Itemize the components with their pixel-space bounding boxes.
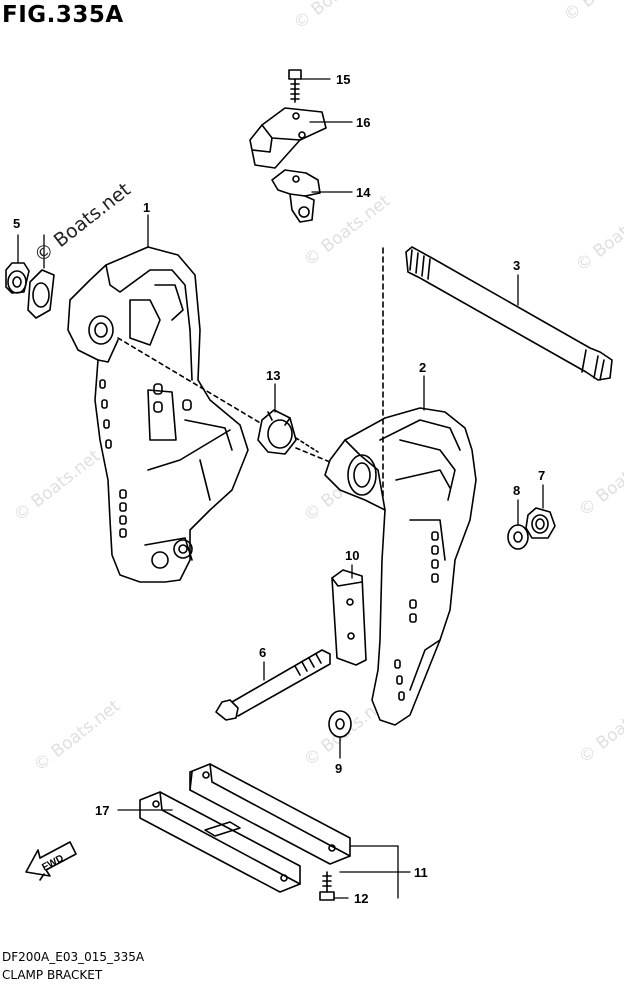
part-1-clamp-bracket bbox=[67, 246, 249, 583]
part-3-shaft bbox=[405, 246, 613, 381]
part-label-3: 3 bbox=[513, 258, 520, 273]
part-label-14: 14 bbox=[356, 185, 371, 200]
part-label-6: 6 bbox=[259, 645, 266, 660]
part-label-11: 11 bbox=[414, 865, 428, 880]
part-label-17: 17 bbox=[95, 803, 109, 818]
part-10-plate bbox=[331, 569, 367, 666]
part-label-10: 10 bbox=[345, 548, 359, 563]
part-8-washer bbox=[507, 524, 529, 550]
part-label-2: 2 bbox=[419, 360, 426, 375]
part-15-bolt bbox=[288, 69, 302, 103]
part-label-9: 9 bbox=[335, 761, 342, 776]
part-4-washer bbox=[27, 269, 55, 319]
figure-code: DF200A_E03_015_335A bbox=[2, 950, 145, 964]
figure-caption: CLAMP BRACKET bbox=[2, 968, 103, 982]
part-label-1: 1 bbox=[143, 200, 150, 215]
figure-title: FIG.335A bbox=[2, 2, 124, 28]
part-labels: 15 16 14 1 5 3 13 2 7 8 10 6 9 17 11 12 bbox=[13, 72, 545, 906]
part-5-nut bbox=[5, 262, 30, 294]
part-12-screw bbox=[319, 871, 335, 901]
part-label-15: 15 bbox=[336, 72, 350, 87]
part-9-washer bbox=[328, 710, 352, 738]
part-13-bushing bbox=[257, 409, 319, 455]
part-2-clamp-bracket bbox=[324, 407, 477, 726]
part-label-16: 16 bbox=[356, 115, 370, 130]
fwd-arrow-icon: FWD bbox=[25, 841, 77, 881]
part-7-nut bbox=[525, 507, 556, 539]
part-14-plate bbox=[271, 169, 321, 223]
part-label-7: 7 bbox=[538, 468, 545, 483]
part-11-plate bbox=[189, 763, 351, 865]
part-label-12: 12 bbox=[354, 891, 368, 906]
part-label-5: 5 bbox=[13, 216, 20, 231]
part-6-bolt bbox=[215, 649, 331, 721]
part-label-8: 8 bbox=[513, 483, 520, 498]
part-16-cover bbox=[249, 107, 327, 169]
part-label-13: 13 bbox=[266, 368, 280, 383]
leader-lines bbox=[17, 78, 544, 899]
